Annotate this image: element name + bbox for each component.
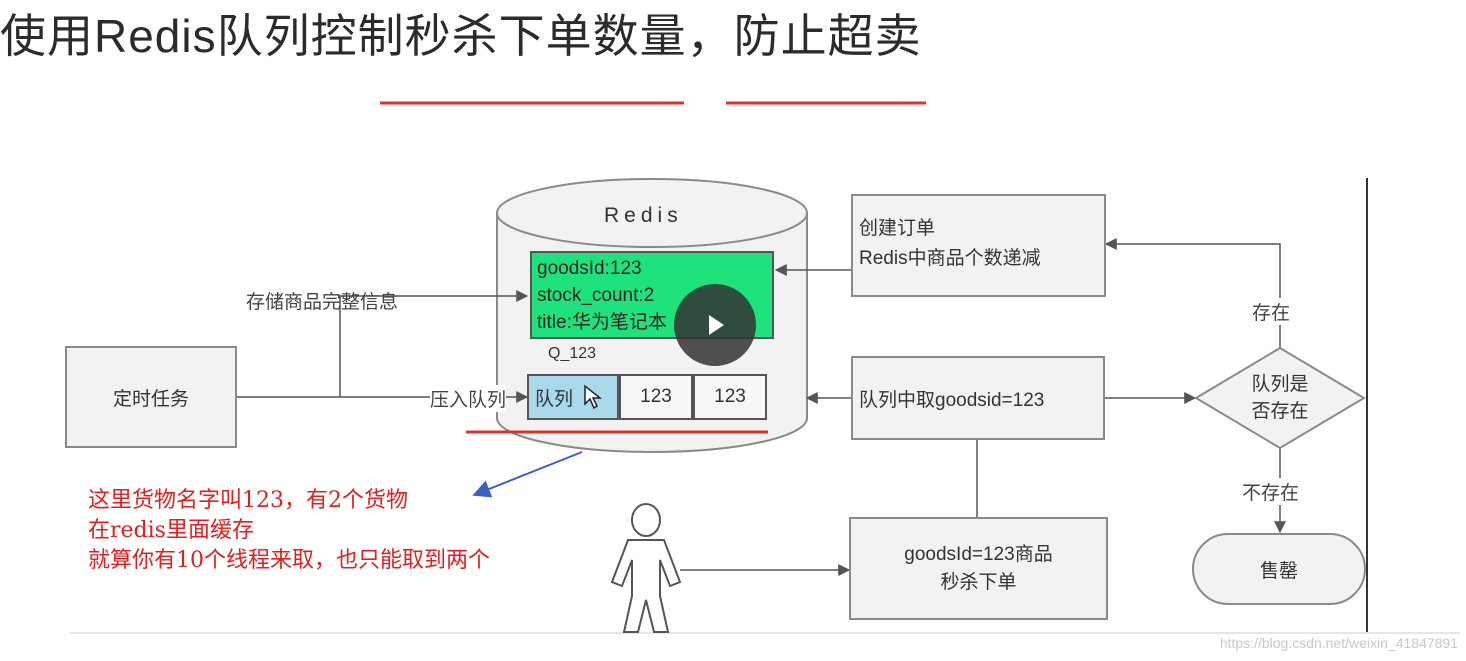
queue-item-label: 123 [640, 386, 672, 407]
video-play-button[interactable] [674, 284, 756, 366]
push-queue-label: 压入队列 [430, 385, 507, 412]
cursor-icon [584, 384, 603, 410]
decision-line-1: 队列是 [1251, 374, 1309, 395]
edge-timer-to-goods [339, 290, 529, 397]
store-info-label: 存储商品完整信息 [246, 292, 399, 313]
sold-out-shape [1192, 533, 1366, 605]
queue-item-cell: 123 [619, 374, 693, 420]
redis-label: Redis [604, 204, 683, 227]
queue-head-cell: 队列 [527, 374, 619, 420]
decision-line-2: 否存在 [1251, 401, 1309, 422]
timer-task-box: 定时任务 [65, 346, 237, 448]
stock-decrement-label: Redis中商品个数递减 [859, 248, 1041, 269]
exists-label: 存在 [1252, 298, 1291, 325]
queue-head-label: 队列 [535, 388, 574, 410]
watermark: https://blog.csdn.net/weixin_41847891 [1219, 635, 1458, 651]
annotation-line: 这里货物名字叫123，有2个货物 [88, 488, 408, 513]
not-exists-label: 不存在 [1242, 478, 1300, 505]
create-order-label: 创建订单 [859, 218, 936, 239]
sold-out-label: 售罄 [1259, 560, 1298, 582]
annotation-arrow [472, 451, 583, 498]
create-order-box: 创建订单 Redis中商品个数递减 [851, 194, 1106, 297]
take-from-queue-label: 队列中取goodsid=123 [859, 389, 1045, 411]
take-from-queue-box: 队列中取goodsid=123 [851, 356, 1105, 440]
stock-count-line: stock_count:2 [537, 285, 655, 306]
decision-diamond [1194, 346, 1366, 450]
goods-title-line: title:华为笔记本 [537, 312, 667, 333]
queue-name: Q_123 [548, 345, 597, 362]
goods-id-line: goodsId:123 [537, 258, 642, 279]
annotation-line: 在redis里面缓存 [88, 518, 254, 543]
page-title: 使用Redis队列控制秒杀下单数量，防止超卖 [0, 10, 922, 62]
decision-label: 队列是 否存在 [1226, 368, 1334, 428]
edge-decision-exists [1104, 238, 1281, 348]
annotation-line: 就算你有10个线程来取，也只能取到两个 [88, 548, 490, 573]
user-figure [610, 503, 682, 633]
queue-item-cell: 123 [693, 374, 767, 420]
redis-cylinder-top [496, 178, 808, 248]
seckill-order-label: 秒杀下单 [940, 571, 1017, 593]
queue-item-label: 123 [714, 386, 746, 407]
seckill-goods-label: goodsId=123商品 [904, 543, 1053, 565]
annotation-note: 这里货物名字叫123，有2个货物 在redis里面缓存 就算你有10个线程来取，… [88, 486, 490, 576]
seckill-order-box: goodsId=123商品 秒杀下单 [849, 517, 1108, 620]
timer-task-label: 定时任务 [112, 388, 189, 410]
